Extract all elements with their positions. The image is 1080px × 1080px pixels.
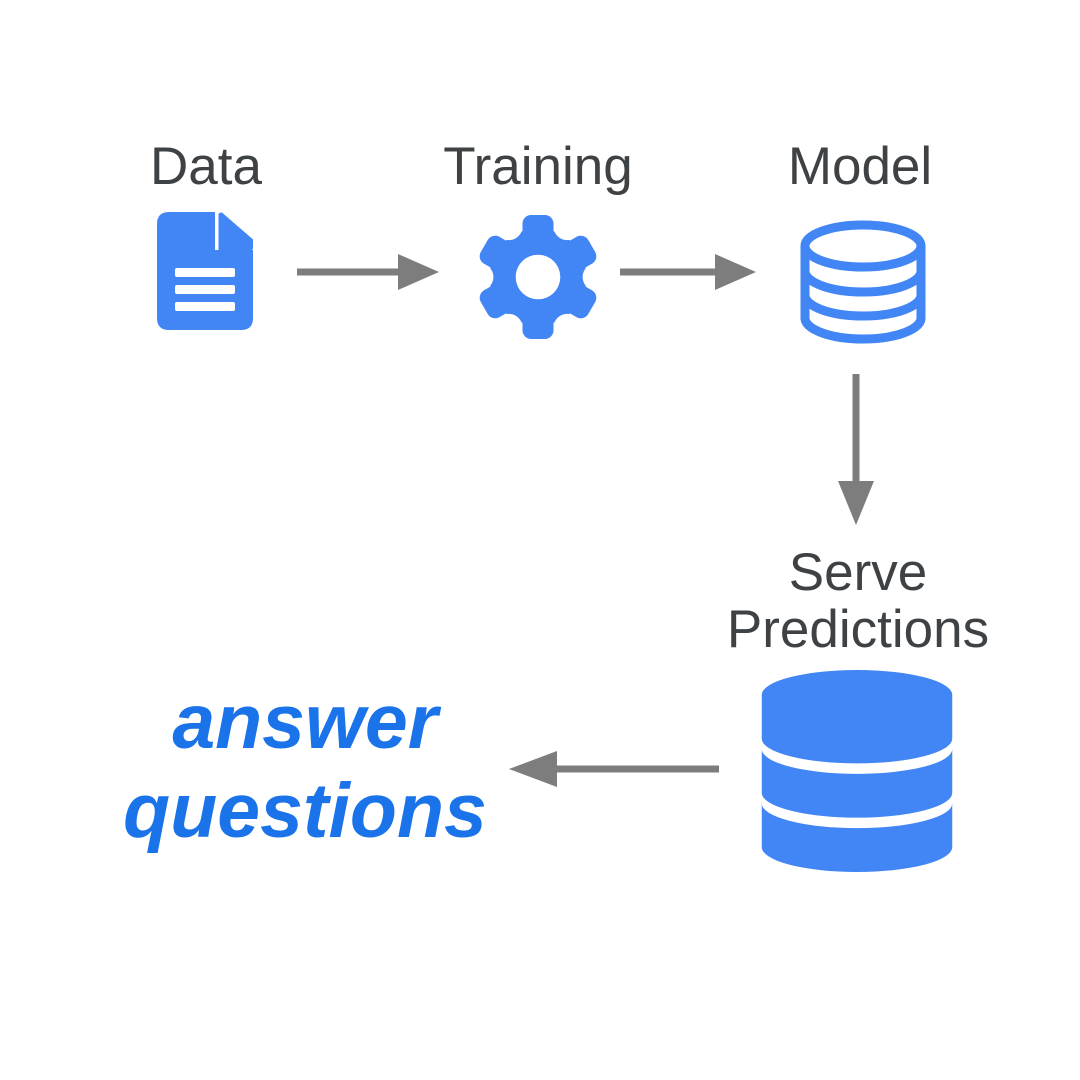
serve-label-line2: Predictions <box>726 600 990 659</box>
arrow-right-icon <box>297 254 439 290</box>
gear-center-hole <box>515 254 561 300</box>
node-label-training: Training <box>443 137 633 196</box>
database-discs-shape <box>761 670 953 872</box>
document-fold-shape <box>218 212 253 253</box>
arrow-right-icon <box>620 254 756 290</box>
annotation-line2: questions <box>123 768 487 854</box>
document-icon <box>157 212 253 330</box>
node-label-data: Data <box>150 137 262 196</box>
document-text-line <box>175 268 235 277</box>
database-outline-icon <box>800 220 926 344</box>
gear-notches-shape <box>474 213 602 341</box>
answer-questions-text: answer questions <box>60 678 550 856</box>
document-text-line <box>175 302 235 311</box>
arrow-left-icon <box>509 751 719 787</box>
database-filled-icon <box>761 670 953 872</box>
gear-icon <box>474 213 602 341</box>
serve-label-line1: Serve <box>788 543 928 602</box>
database-outline-shape <box>800 220 926 344</box>
annotation-line1: answer <box>172 679 438 765</box>
node-label-model: Model <box>787 137 933 196</box>
document-text-line <box>175 285 235 294</box>
arrow-down-icon <box>838 374 874 525</box>
